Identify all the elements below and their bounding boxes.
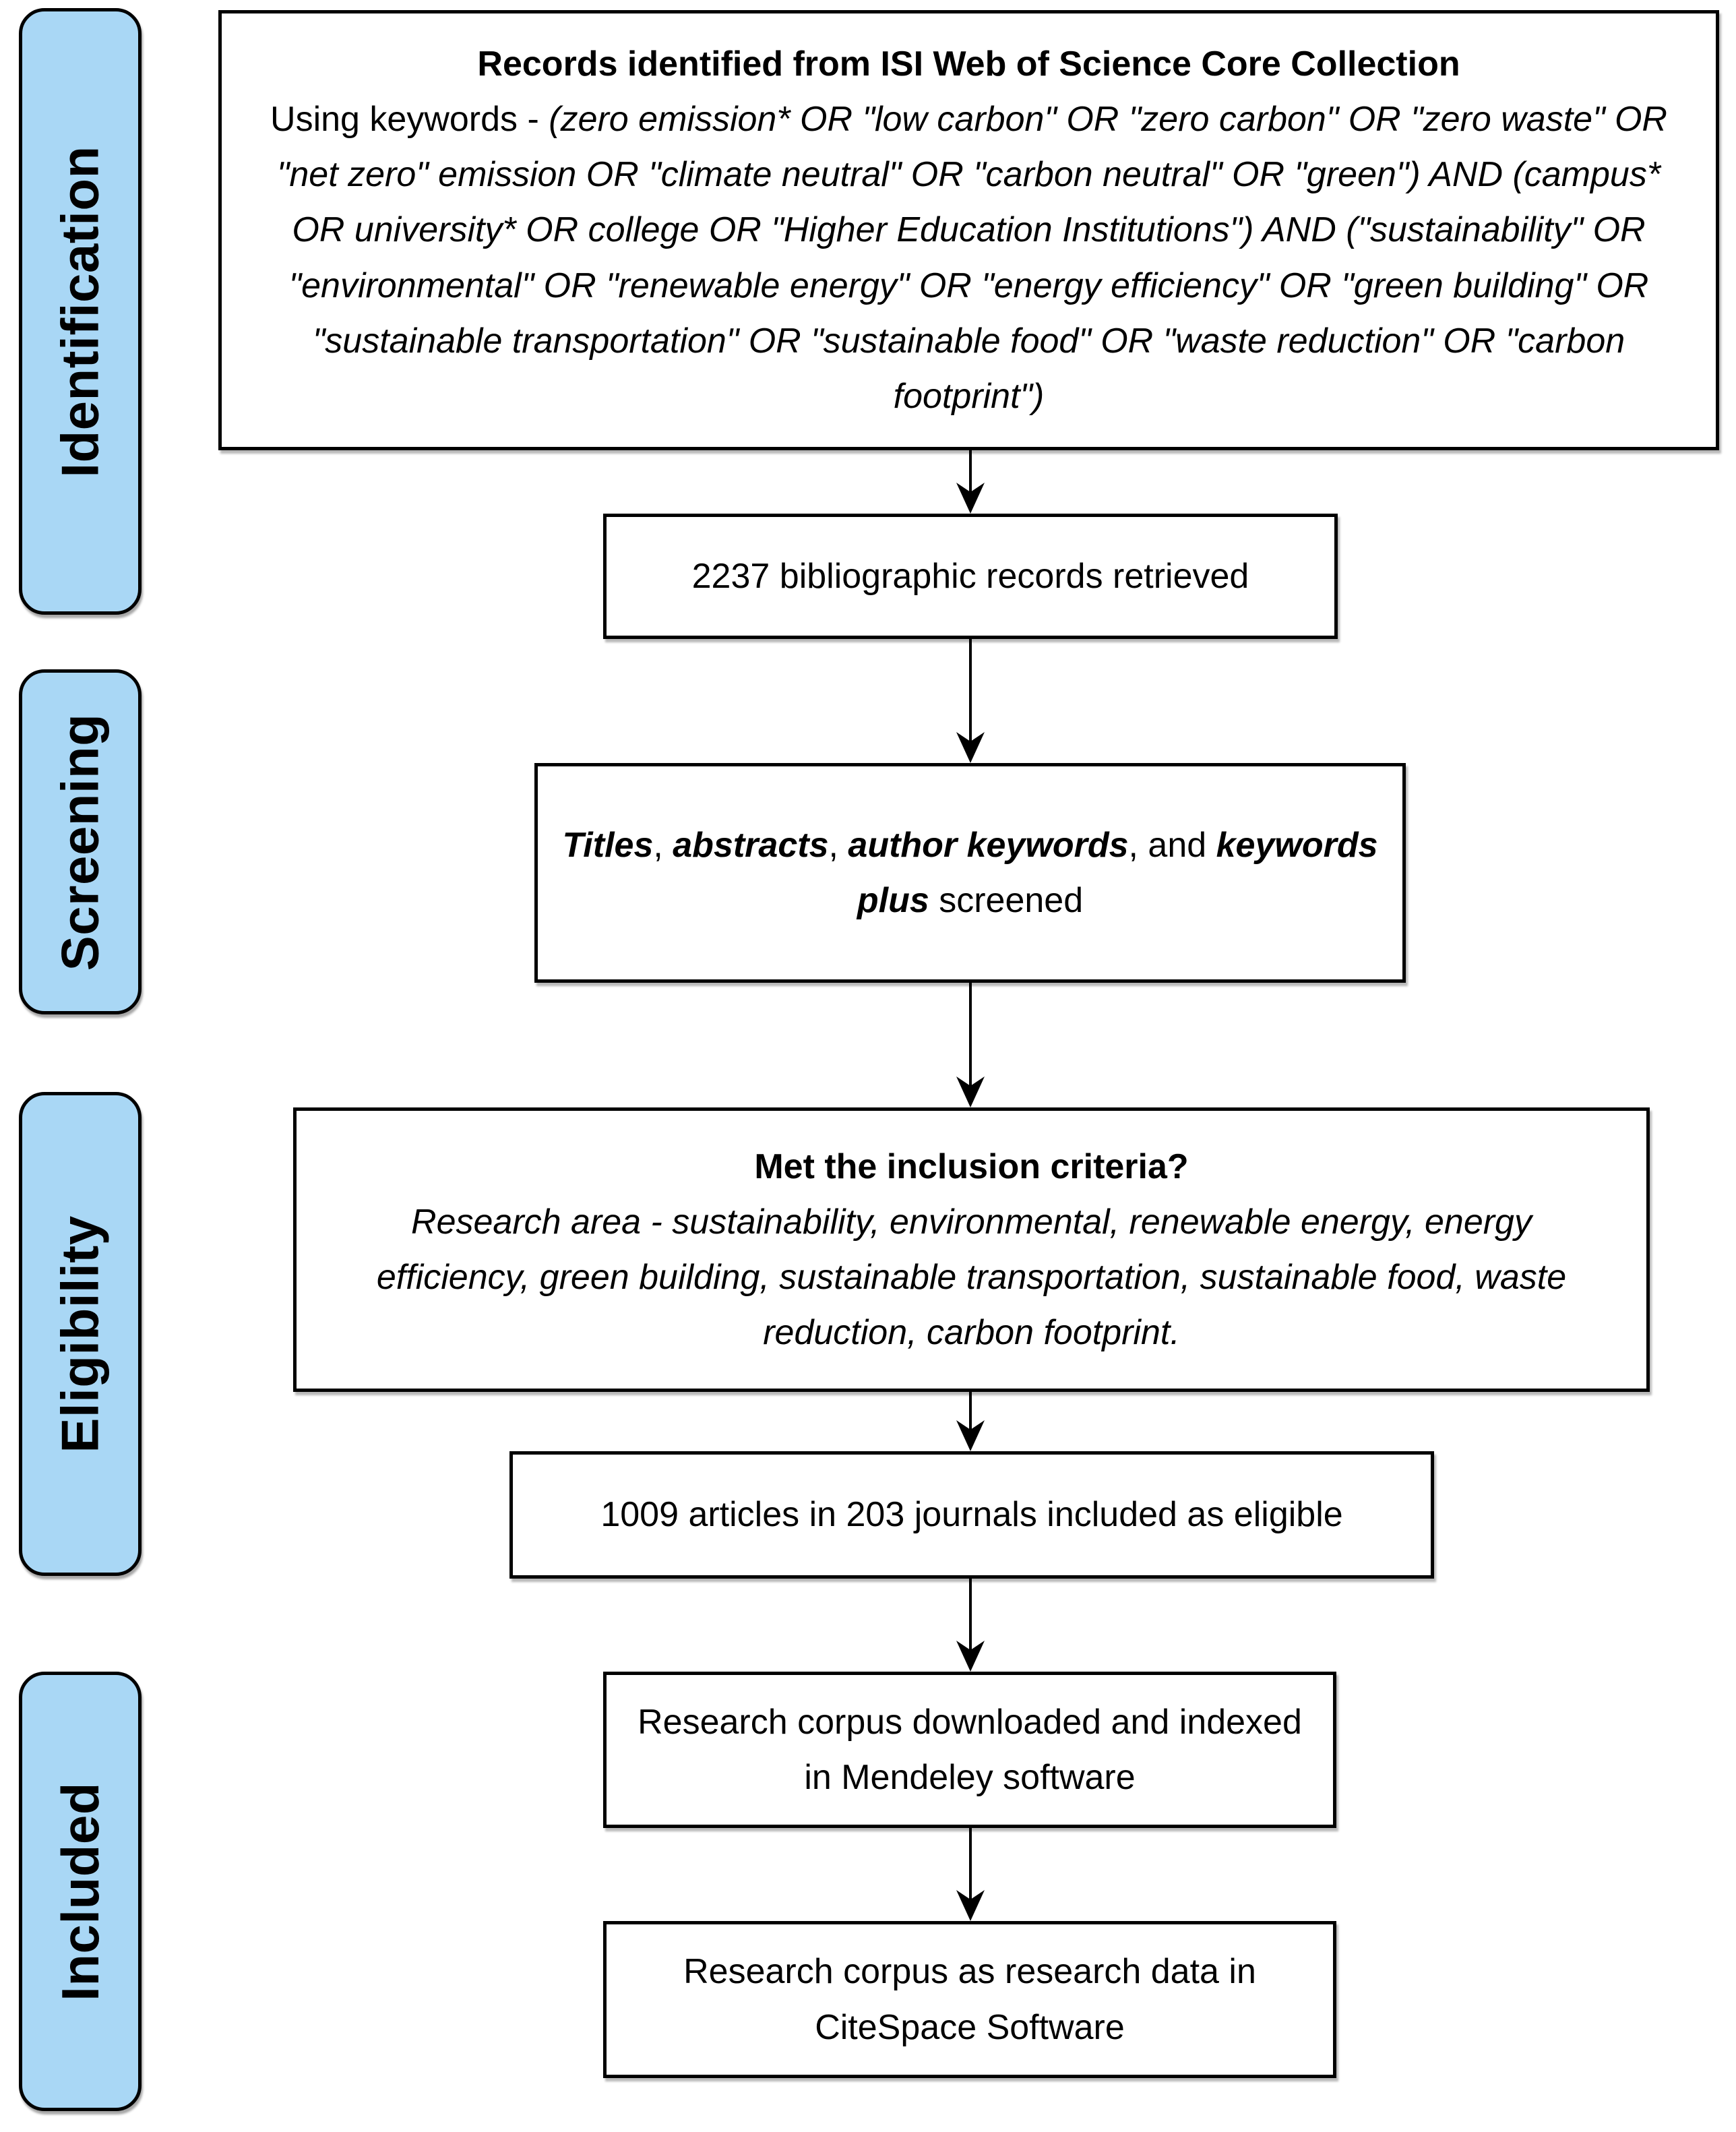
stage-identification-label: Identification [50,145,110,478]
eligible-articles-text: 1009 articles in 203 journals included a… [600,1495,1343,1535]
flow-arrow-2 [956,639,985,763]
records-keywords-text: Using keywords - (zero emission* OR "low… [246,92,1692,424]
arrow-shaft [969,1828,972,1901]
records-identified-box: Records identified from ISI Web of Scien… [218,10,1719,450]
screened-text: Titles, abstracts, author keywords, and … [562,825,1378,920]
inclusion-criteria-box: Met the inclusion criteria? Research are… [293,1107,1650,1392]
arrow-shaft [969,639,972,743]
flow-arrow-4 [956,1392,985,1451]
flow-arrow-1 [956,450,985,514]
inclusion-criteria-body: Research area - sustainability, environm… [376,1202,1567,1353]
arrow-shaft [969,1579,972,1651]
flow-arrow-5 [956,1579,985,1672]
arrow-head-icon [956,483,985,514]
records-retrieved-box: 2237 bibliographic records retrieved [603,514,1338,639]
records-retrieved-text: 2237 bibliographic records retrieved [691,556,1249,596]
eligible-articles-box: 1009 articles in 203 journals included a… [509,1451,1434,1579]
stage-included: Included [19,1672,142,2111]
records-keywords-query: (zero emission* OR "low carbon" OR "zero… [276,100,1667,416]
records-identified-title: Records identified from ISI Web of Scien… [477,44,1460,84]
stage-eligibility: Eligibility [19,1092,142,1576]
stage-screening-label: Screening [50,713,110,971]
arrow-head-icon [956,732,985,763]
arrow-head-icon [956,1641,985,1672]
arrow-shaft [969,983,972,1087]
arrow-head-icon [956,1890,985,1921]
mendeley-corpus-box: Research corpus downloaded and indexed i… [603,1672,1336,1828]
arrow-head-icon [956,1076,985,1107]
inclusion-criteria-title: Met the inclusion criteria? [754,1147,1189,1186]
flow-arrow-6 [956,1828,985,1921]
stage-eligibility-label: Eligibility [50,1215,110,1453]
citespace-corpus-text: Research corpus as research data in Cite… [683,1952,1256,2047]
flow-arrow-3 [956,983,985,1107]
citespace-corpus-box: Research corpus as research data in Cite… [603,1921,1336,2078]
screened-box: Titles, abstracts, author keywords, and … [534,763,1406,983]
stage-identification: Identification [19,8,142,615]
arrow-head-icon [956,1420,985,1451]
stage-screening: Screening [19,669,142,1014]
arrow-shaft [969,450,972,493]
stage-included-label: Included [50,1781,110,2001]
mendeley-corpus-text: Research corpus downloaded and indexed i… [638,1702,1302,1797]
arrow-shaft [969,1392,972,1431]
records-keywords-prefix: Using keywords - [270,100,549,140]
